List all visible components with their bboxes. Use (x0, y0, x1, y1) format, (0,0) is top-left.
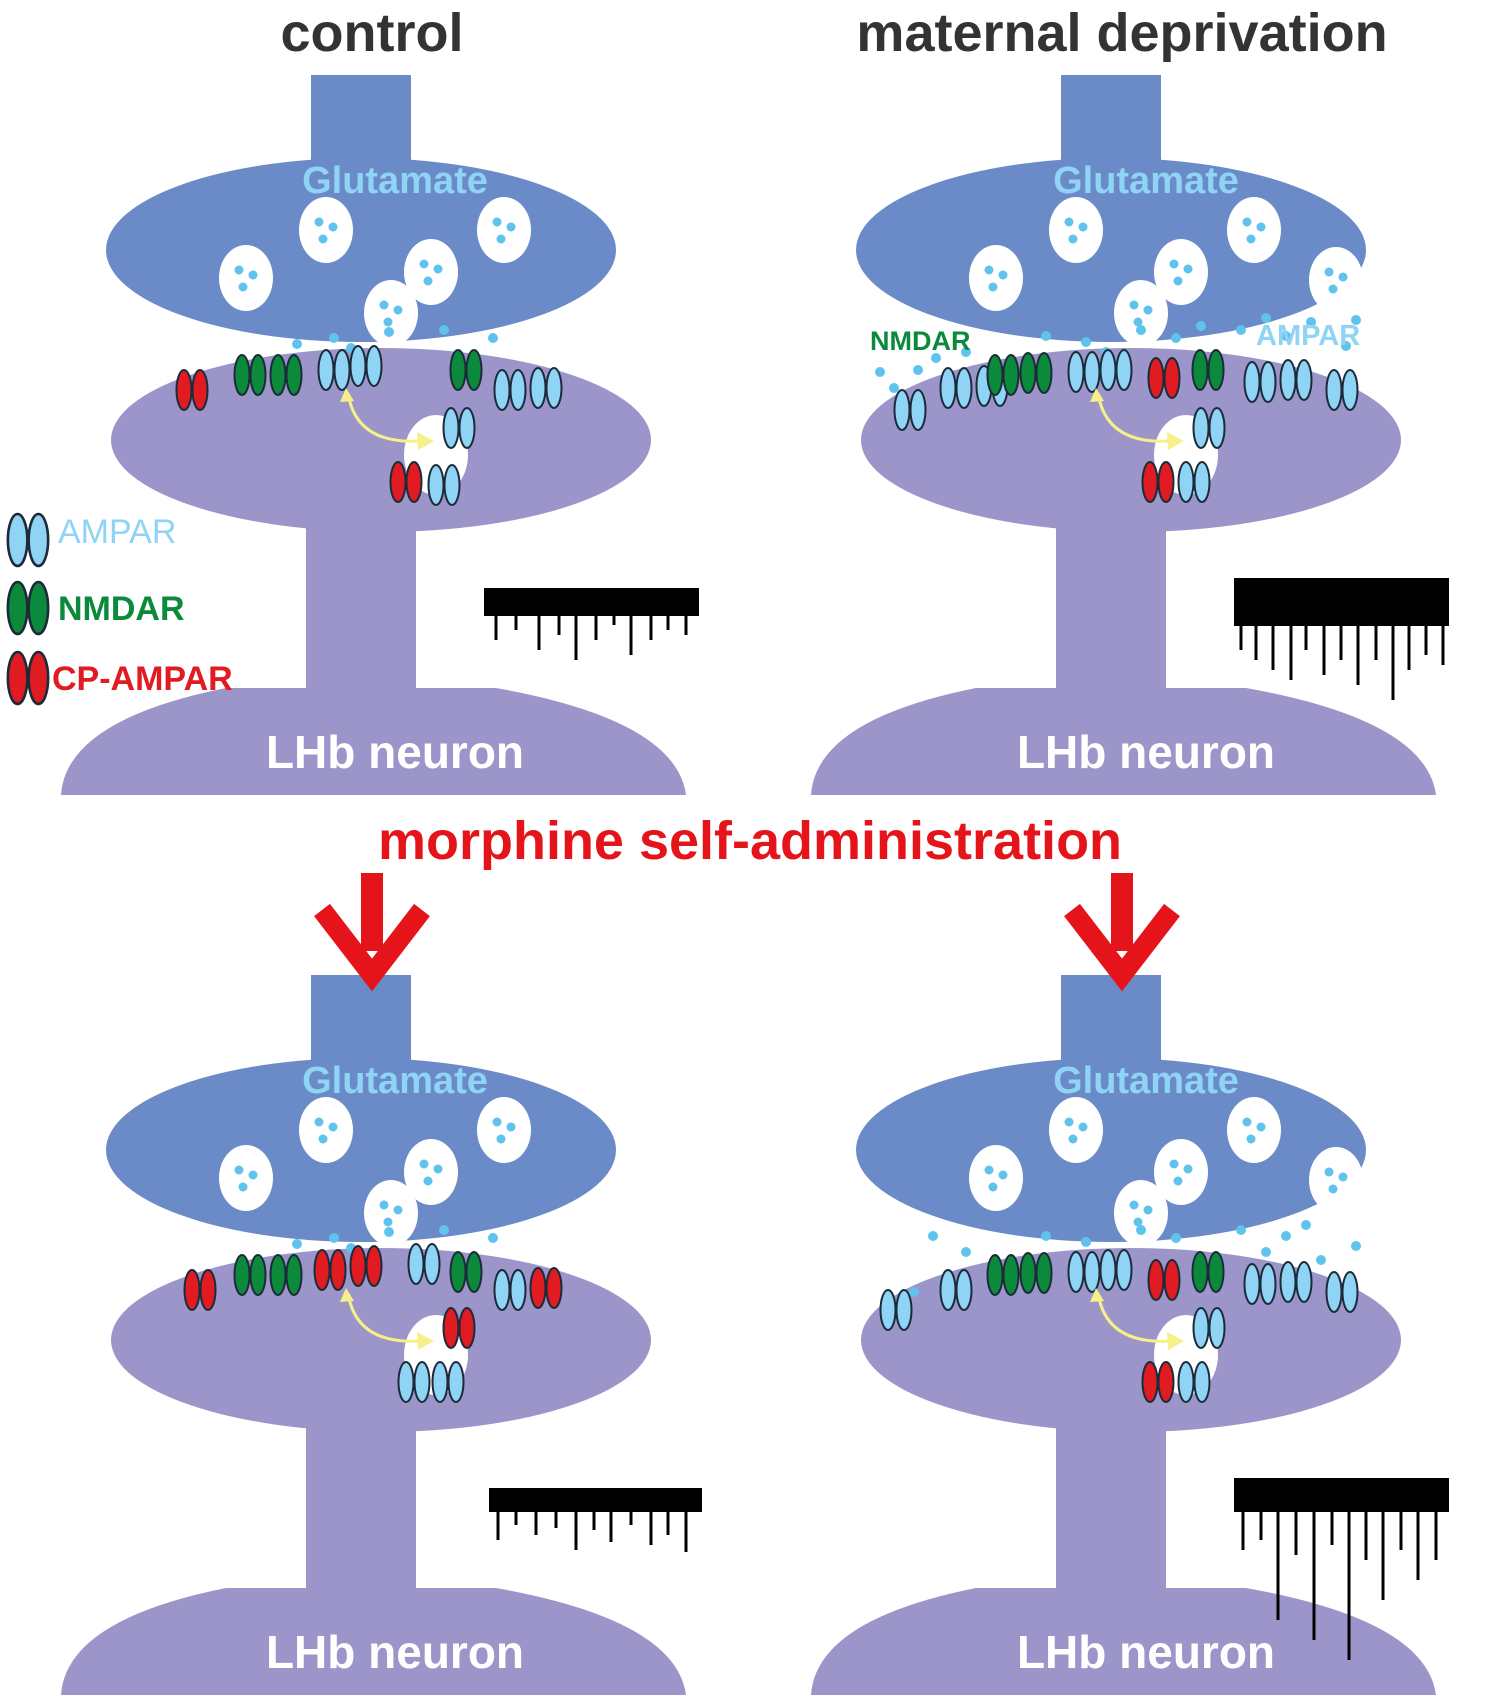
panel-control-baseline (61, 75, 699, 795)
glutamate-label: Glutamate (302, 160, 488, 202)
lhb-neuron-label: LHb neuron (266, 1626, 524, 1678)
legend-label-cp-ampar: CP-AMPAR (52, 660, 233, 698)
panel-labels: Glutamate LHb neuron Glutamate LHb neuro… (266, 160, 1360, 1678)
trafficking-arrow (346, 392, 422, 443)
glutamate-label: Glutamate (1053, 1060, 1239, 1102)
legend-symbols (6, 512, 50, 706)
panel-control-morphine (61, 975, 702, 1695)
panel-maternal-baseline (811, 75, 1449, 795)
lhb-neuron-label: LHb neuron (1017, 726, 1275, 778)
morphine-arrow-left (314, 873, 430, 992)
epsc-trace (489, 1488, 702, 1552)
epsc-trace (1234, 1478, 1449, 1660)
morphine-arrow-right (1064, 873, 1180, 992)
lhb-neuron-label: LHb neuron (1017, 1626, 1275, 1678)
legend-label-nmdar: NMDAR (58, 590, 185, 628)
epsc-trace (484, 588, 699, 660)
trafficking-arrow (1096, 1292, 1172, 1343)
trafficking-arrow (1096, 392, 1172, 443)
legend-label-ampar: AMPAR (58, 513, 177, 551)
glutamate-label: Glutamate (1053, 160, 1239, 202)
ampar-cleft-label: AMPAR (1256, 320, 1360, 352)
title-maternal-deprivation: maternal deprivation (856, 3, 1388, 63)
nmdar-cleft-label: NMDAR (870, 326, 971, 356)
glutamate-dots (292, 325, 498, 353)
title-control: control (280, 3, 464, 63)
lhb-neuron-label: LHb neuron (266, 726, 524, 778)
trafficking-arrow (346, 1292, 422, 1343)
panel-maternal-morphine (811, 975, 1449, 1695)
title-morphine-self-administration: morphine self-administration (377, 811, 1123, 871)
epsc-trace (1234, 578, 1449, 700)
glutamate-label: Glutamate (302, 1060, 488, 1102)
glutamate-dots (909, 1220, 1361, 1297)
